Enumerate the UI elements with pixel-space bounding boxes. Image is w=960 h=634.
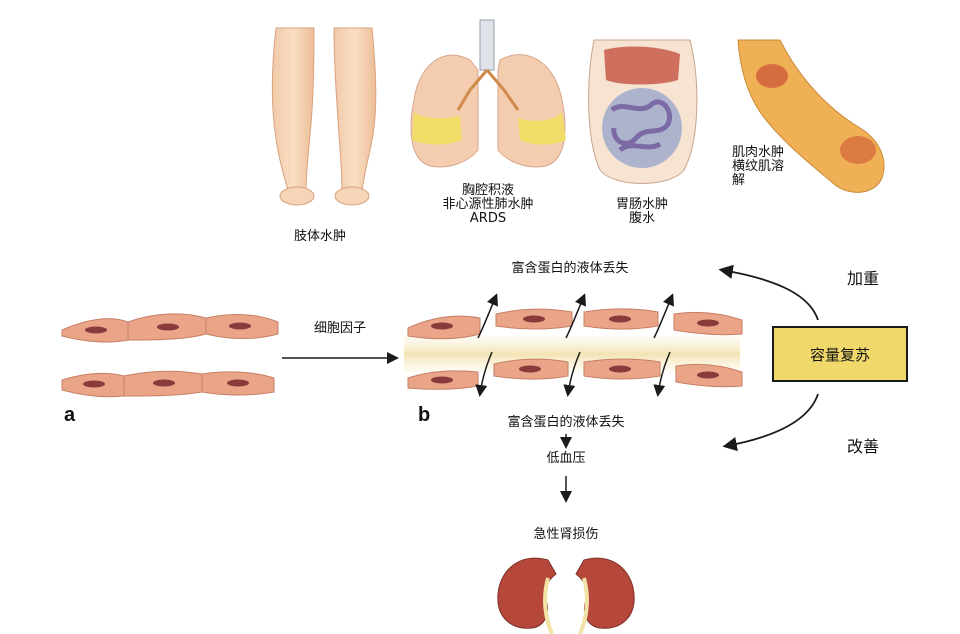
gut-label-line: 胃肠水肿 <box>615 197 668 212</box>
protein-fluid-loss-top: 富含蛋白的液体丢失 <box>511 261 629 276</box>
limb-edema-label: 肢体水肿 <box>293 229 346 244</box>
endothelial-cell <box>673 311 743 336</box>
endothelial-cell <box>495 308 573 330</box>
endothelial-cell <box>61 318 129 343</box>
leak-up-arrow <box>477 293 498 339</box>
endothelial-cell <box>127 313 207 341</box>
chest-label: 胸腔积液 非心源性肺水肿 ARDS <box>426 184 550 226</box>
improve-arrow <box>722 393 819 452</box>
abdomen-illustration <box>588 39 698 184</box>
endothelial-cell <box>493 358 569 380</box>
chest-label-line: 胸腔积液 <box>461 183 514 198</box>
endothelial-cell <box>407 315 481 340</box>
hypotension-label: 低血压 <box>546 451 586 466</box>
leak-down-arrow <box>653 351 671 397</box>
endothelial-cell <box>205 314 279 339</box>
legs-illustration <box>271 27 377 206</box>
panel-a-label: a <box>64 404 76 426</box>
arm-illustration <box>737 39 885 193</box>
volume-resuscitation-box: 容量复苏 <box>772 326 908 382</box>
endothelial-cell <box>61 372 125 398</box>
chest-label-line: ARDS <box>469 211 507 226</box>
muscle-label-line: 横纹肌溶 <box>732 159 785 174</box>
muscle-label-line: 肌肉水肿 <box>732 145 785 160</box>
vessel-b <box>404 308 743 390</box>
chest-label-line: 非心源性肺水肿 <box>442 197 534 212</box>
gut-label: 胃肠水肿 腹水 <box>600 198 684 226</box>
endothelial-cell <box>583 308 659 330</box>
endothelial-cell <box>201 371 275 396</box>
endothelial-cell <box>123 370 203 397</box>
aki-label: 急性肾损伤 <box>533 527 599 542</box>
worsen-label: 加重 <box>846 269 879 288</box>
panel-b-label: b <box>418 404 431 426</box>
leak-up-arrow <box>565 293 586 339</box>
endothelial-cell <box>583 358 661 380</box>
protein-fluid-loss-bottom: 富含蛋白的液体丢失 <box>507 415 625 430</box>
endothelial-cell <box>407 370 479 390</box>
leak-down-arrow <box>563 351 581 397</box>
muscle-label-line: 解 <box>732 173 746 188</box>
leak-up-arrow <box>653 293 674 339</box>
worsen-arrow <box>718 264 819 321</box>
leak-down-arrow <box>475 351 493 397</box>
endothelial-cell <box>675 363 743 388</box>
muscle-label: 肌肉水肿 横纹肌溶 解 <box>732 146 784 188</box>
kidneys-illustration <box>497 557 635 634</box>
lungs-illustration <box>410 19 566 168</box>
cytokine-label: 细胞因子 <box>313 321 366 336</box>
improve-label: 改善 <box>846 437 879 456</box>
vessel-a <box>61 313 279 398</box>
gut-label-line: 腹水 <box>628 211 655 226</box>
